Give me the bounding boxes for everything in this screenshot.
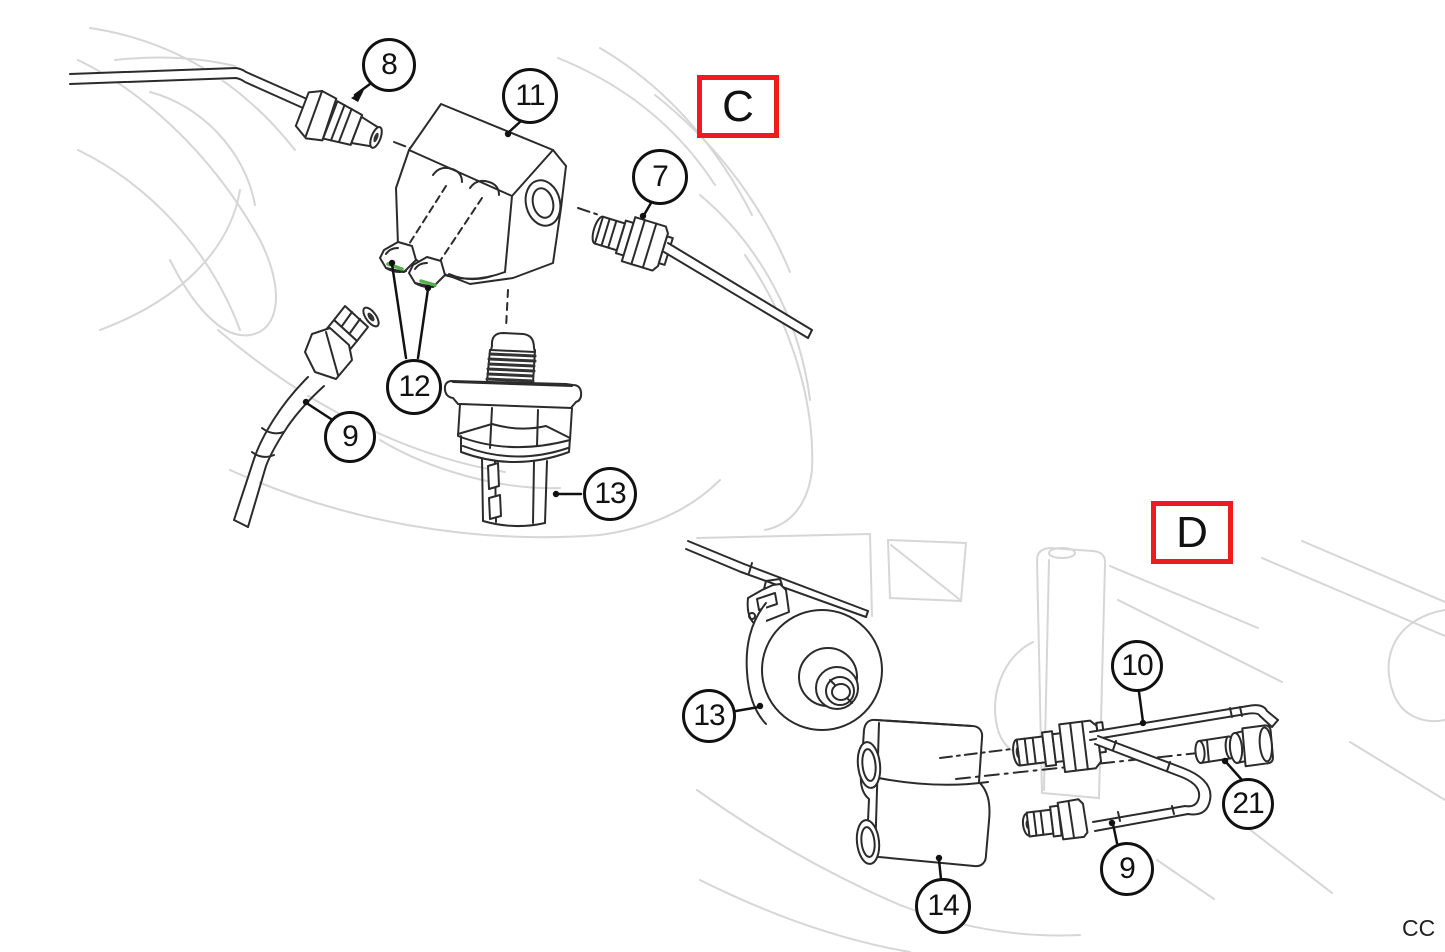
centerline-upper: [939, 748, 1013, 759]
hard-line-10: [1089, 704, 1279, 741]
callout-number: 21: [1232, 787, 1264, 820]
view-label-text: C: [722, 81, 754, 131]
tube-7: [663, 242, 813, 339]
callout-13-c: 13: [583, 467, 637, 521]
centerline-11-7: [577, 207, 600, 216]
callout-21-d: 21: [1222, 778, 1274, 830]
fitting-lower-d: [1021, 798, 1089, 841]
view-d-parts: [685, 540, 1279, 868]
callout-8-c: 8: [362, 38, 416, 92]
callout-13-d: 13: [682, 689, 736, 743]
callout-number: 13: [594, 477, 626, 510]
fitting-9: [304, 305, 380, 380]
view-label-d: D: [1151, 501, 1233, 564]
fitting-7: [591, 215, 674, 272]
callout-9-c: 9: [324, 411, 376, 463]
fitting-upper-d: [1012, 719, 1107, 774]
callout-number: 10: [1121, 649, 1153, 682]
nut-12-a: [379, 241, 417, 273]
centerline-11-13: [505, 289, 509, 329]
fitting-8: [294, 90, 383, 149]
callout-number: 9: [1119, 852, 1136, 885]
callout-12-c: 12: [386, 359, 442, 415]
callout-11-c: 11: [502, 68, 558, 124]
leader-lines: [302, 82, 1244, 881]
hose-d: [685, 540, 869, 618]
bushing-21: [1228, 724, 1274, 768]
callout-7-c: 7: [632, 149, 688, 205]
corner-marker: CC: [1402, 915, 1436, 941]
callout-number: 9: [342, 420, 359, 453]
callout-number: 8: [381, 48, 398, 81]
callout-10-d: 10: [1111, 640, 1163, 692]
sensor-13-c: [443, 332, 583, 527]
hose-9: [233, 376, 325, 528]
callout-number: 13: [693, 699, 725, 732]
callout-14-d: 14: [915, 878, 971, 934]
view-label-text: D: [1176, 507, 1208, 557]
sleeve-21: [1194, 735, 1235, 764]
valve-block-14: [855, 718, 991, 868]
hose-8: [69, 67, 308, 109]
callout-number: 12: [398, 370, 430, 403]
background-linework: [77, 27, 1445, 952]
view-label-c: C: [697, 75, 779, 138]
callout-number: 11: [515, 79, 545, 112]
callout-number: 7: [652, 160, 669, 193]
manifold-block-11: [395, 103, 567, 285]
view-c-parts: [69, 67, 813, 528]
sensor-13-d: [745, 578, 883, 731]
callout-number: 14: [927, 889, 959, 922]
callout-9-d: 9: [1100, 842, 1154, 896]
nut-12-b: [408, 256, 446, 288]
u-tube-9: [1092, 735, 1212, 832]
